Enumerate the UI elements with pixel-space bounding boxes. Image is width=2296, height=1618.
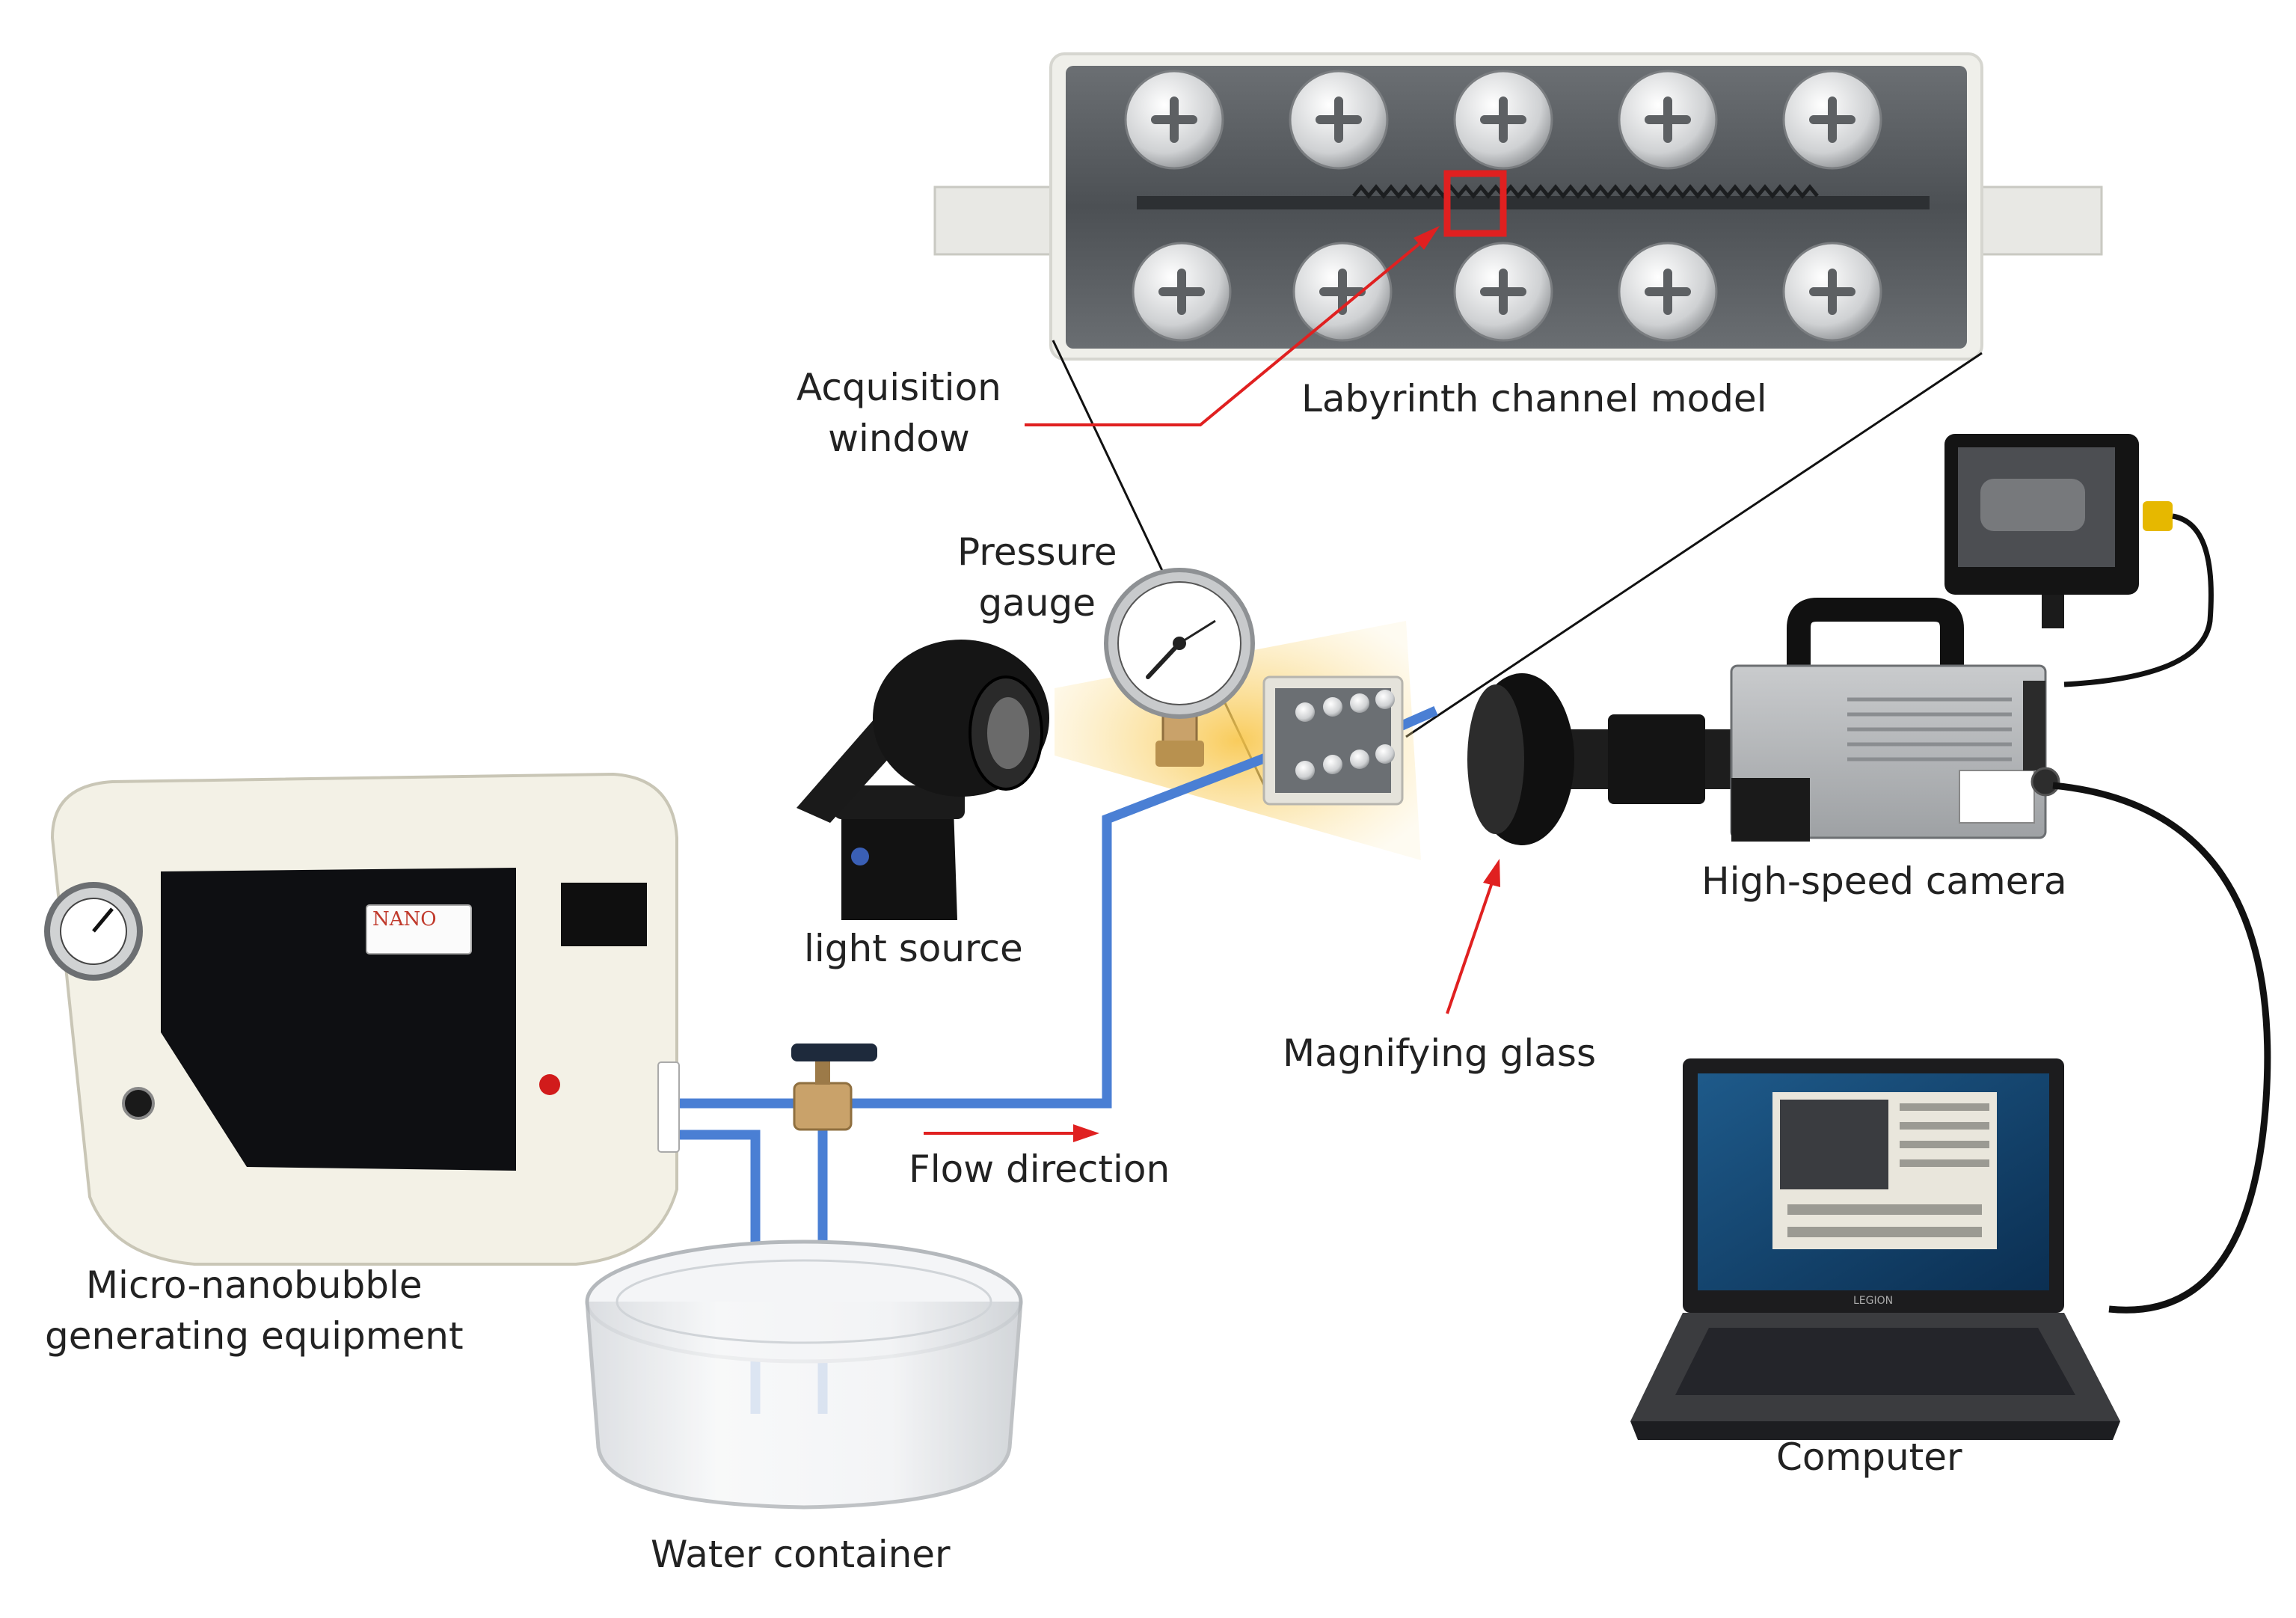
main-pipe bbox=[666, 750, 1274, 1109]
label-computer: Computer bbox=[1776, 1435, 1962, 1479]
screw-icon bbox=[1618, 70, 1718, 170]
label-equipment: Micro-nanobubble generating equipment bbox=[45, 1260, 464, 1361]
outlet-pipe bbox=[1396, 706, 1438, 732]
acquisition-window-box bbox=[1443, 170, 1507, 237]
model-inlet-tube bbox=[933, 186, 1063, 256]
label-magnifying-glass: Magnifying glass bbox=[1283, 1032, 1596, 1075]
label-light-source: light source bbox=[804, 927, 1023, 970]
lens-icon bbox=[1467, 673, 1739, 845]
label-pressure-line2: gauge bbox=[978, 580, 1096, 625]
magnifier-arrow bbox=[1446, 859, 1500, 1014]
laptop-icon bbox=[1630, 1058, 2120, 1440]
micro-nanobubble-equipment bbox=[44, 772, 680, 1266]
label-acquisition-window: Acquisition window bbox=[796, 363, 1001, 464]
label-labyrinth-model: Labyrinth channel model bbox=[1301, 377, 1767, 420]
equipment-brand-mark: NANO bbox=[372, 908, 437, 931]
screw-icon bbox=[1618, 242, 1718, 342]
screw-icon bbox=[1289, 70, 1389, 170]
label-water-container: Water container bbox=[651, 1533, 951, 1576]
screw-icon bbox=[1782, 70, 1882, 170]
monitor-icon bbox=[1944, 434, 2173, 628]
zoom-line-right bbox=[1405, 352, 1983, 738]
glass-bowl-icon bbox=[585, 1239, 1023, 1510]
screw-icon bbox=[1782, 242, 1882, 342]
screw-icon bbox=[1292, 242, 1393, 342]
screw-icon bbox=[1124, 70, 1224, 170]
label-acquisition-line1: Acquisition bbox=[796, 366, 1001, 409]
label-acquisition-line2: window bbox=[828, 416, 970, 460]
flow-arrow bbox=[924, 1124, 1099, 1142]
label-flow-direction: Flow direction bbox=[909, 1147, 1170, 1191]
screw-icon bbox=[1132, 242, 1232, 342]
labyrinth-teeth bbox=[1352, 184, 1819, 199]
valve-icon[interactable] bbox=[791, 1044, 877, 1131]
label-high-speed-camera: High-speed camera bbox=[1701, 859, 2067, 903]
labyrinth-channel bbox=[1137, 196, 1930, 209]
laptop-brand-mark: LEGION bbox=[1853, 1295, 1894, 1307]
screw-icon bbox=[1453, 242, 1553, 342]
monitor-cable bbox=[2063, 513, 2214, 687]
computer-cable bbox=[2052, 782, 2271, 1314]
label-equipment-line2: generating equipment bbox=[45, 1314, 464, 1358]
acquisition-arrow bbox=[1025, 226, 1440, 426]
label-equipment-line1: Micro-nanobubble bbox=[85, 1263, 423, 1307]
camera-icon bbox=[1730, 598, 2060, 842]
labyrinth-channel-model bbox=[933, 52, 2103, 361]
pressure-gauge-icon bbox=[1104, 568, 1255, 767]
lamp-icon bbox=[796, 640, 1049, 920]
label-pressure-gauge: Pressure gauge bbox=[957, 527, 1117, 628]
model-outlet-tube bbox=[1980, 186, 2103, 256]
label-pressure-line1: Pressure bbox=[957, 530, 1117, 574]
screw-icon bbox=[1453, 70, 1553, 170]
small-channel-model bbox=[1262, 675, 1404, 806]
